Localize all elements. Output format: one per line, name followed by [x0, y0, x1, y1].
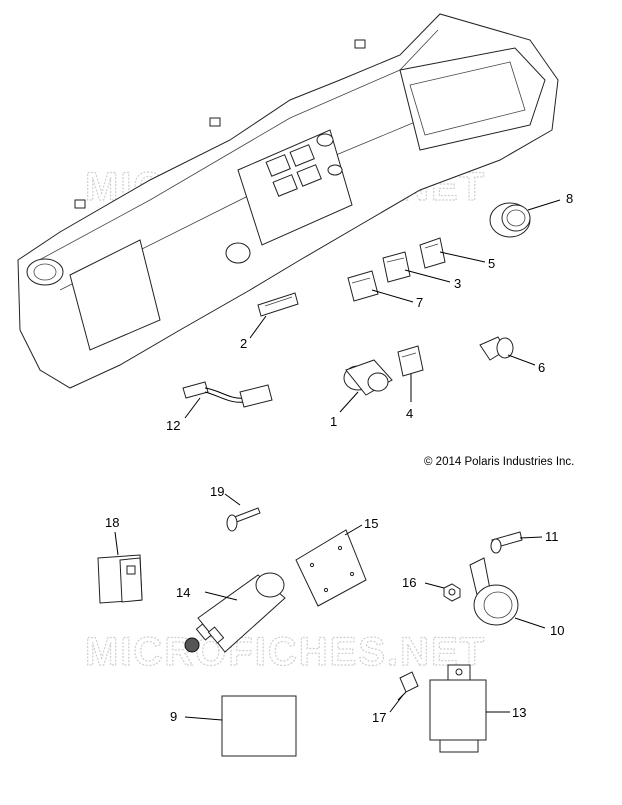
callout-13: 13: [512, 705, 526, 720]
callout-18: 18: [105, 515, 119, 530]
callout-1: 1: [330, 414, 337, 429]
part-8-gauge: [489, 202, 531, 238]
dashboard-assembly: [17, 13, 559, 389]
part-15-plate: [295, 529, 367, 607]
part-19-rivet: [226, 507, 261, 532]
callout-7: 7: [416, 295, 423, 310]
copyright-text: © 2014 Polaris Industries Inc.: [424, 456, 574, 468]
callout-4: 4: [406, 406, 413, 421]
part-16-nut: [443, 583, 461, 602]
part-10-horn: [469, 557, 519, 626]
part-11-bolt: [490, 531, 523, 554]
callout-8: 8: [566, 191, 573, 206]
part-17-screw: [397, 671, 419, 701]
part-12-harness: [182, 381, 273, 408]
part-13-relay: [429, 664, 487, 753]
callout-14: 14: [176, 585, 190, 600]
callout-10: 10: [550, 623, 564, 638]
part-2-module: [257, 292, 299, 317]
part-7-switch: [347, 270, 379, 302]
callout-17: 17: [372, 710, 386, 725]
part-5-switch: [419, 237, 446, 269]
part-18-switch: [97, 554, 143, 604]
part-1-ignition: [343, 359, 393, 396]
callout-15: 15: [364, 516, 378, 531]
callout-12: 12: [166, 418, 180, 433]
callout-5: 5: [488, 256, 495, 271]
watermark-bottom: MICROFICHES.NET: [85, 630, 486, 674]
callout-6: 6: [538, 360, 545, 375]
callout-11: 11: [545, 529, 559, 544]
part-6-socket: [479, 336, 514, 361]
part-4-switch: [397, 345, 424, 377]
callout-9: 9: [170, 709, 177, 724]
part-9-label: [221, 695, 297, 757]
callout-3: 3: [454, 276, 461, 291]
callout-2: 2: [240, 336, 247, 351]
callout-16: 16: [402, 575, 416, 590]
part-14-key-switch: [184, 572, 286, 653]
callout-19: 19: [210, 484, 224, 499]
part-3-switch: [382, 251, 411, 283]
